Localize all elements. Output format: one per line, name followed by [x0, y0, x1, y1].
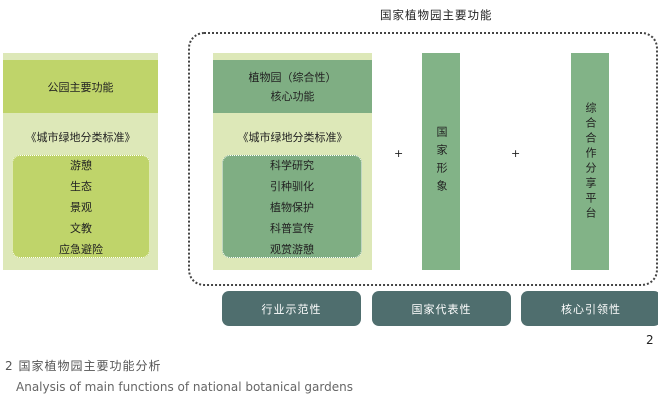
list-item: 引种驯化: [270, 179, 314, 193]
plus-sign: +: [394, 147, 404, 160]
national-representativeness-button: 国家代表性: [372, 291, 511, 326]
list-item: 景观: [70, 200, 92, 214]
list-item: 科普宣传: [270, 221, 314, 235]
list-item: 科学研究: [270, 158, 314, 172]
plus-sign: +: [511, 147, 521, 160]
garden-header-line2: 核心功能: [270, 90, 315, 103]
caption-chinese: 2 国家植物园主要功能分析: [5, 359, 162, 373]
park-functions-panel: 公园主要功能 《城市绿地分类标准》 游憩 生态 景观 文教 应急避险: [3, 53, 158, 270]
park-standard-label: 《城市绿地分类标准》: [25, 131, 136, 144]
national-image-bar: 国家形象: [422, 53, 460, 270]
list-item: 生态: [70, 179, 92, 193]
garden-function-list: 科学研究 引种驯化 植物保护 科普宣传 观赏游憩: [222, 155, 362, 258]
core-leadership-button: 核心引领性: [521, 291, 658, 326]
national-garden-group-frame: [188, 32, 658, 286]
diagram-title: 国家植物园主要功能: [380, 8, 493, 22]
cooperation-platform-bar: 综合合作分享平台: [571, 53, 609, 270]
list-item: 观赏游憩: [270, 242, 314, 256]
garden-core-panel: 植物园（综合性） 核心功能 《城市绿地分类标准》 科学研究 引种驯化 植物保护 …: [213, 53, 372, 270]
garden-standard-label: 《城市绿地分类标准》: [237, 131, 348, 144]
list-item: 文教: [70, 221, 92, 235]
garden-core-header: 植物园（综合性） 核心功能: [213, 60, 372, 113]
cooperation-platform-label: 综合合作分享平台: [584, 101, 597, 222]
list-item: 植物保护: [270, 200, 314, 214]
list-item: 应急避险: [59, 242, 103, 256]
industry-demonstration-button: 行业示范性: [222, 291, 361, 326]
figure-number: 2: [646, 333, 654, 347]
park-functions-header: 公园主要功能: [3, 60, 158, 113]
garden-header-line1: 植物园（综合性）: [248, 71, 337, 84]
caption-english: Analysis of main functions of national b…: [16, 380, 353, 394]
park-function-list: 游憩 生态 景观 文教 应急避险: [12, 155, 150, 258]
national-image-label: 国家形象: [435, 125, 448, 198]
list-item: 游憩: [70, 158, 92, 172]
